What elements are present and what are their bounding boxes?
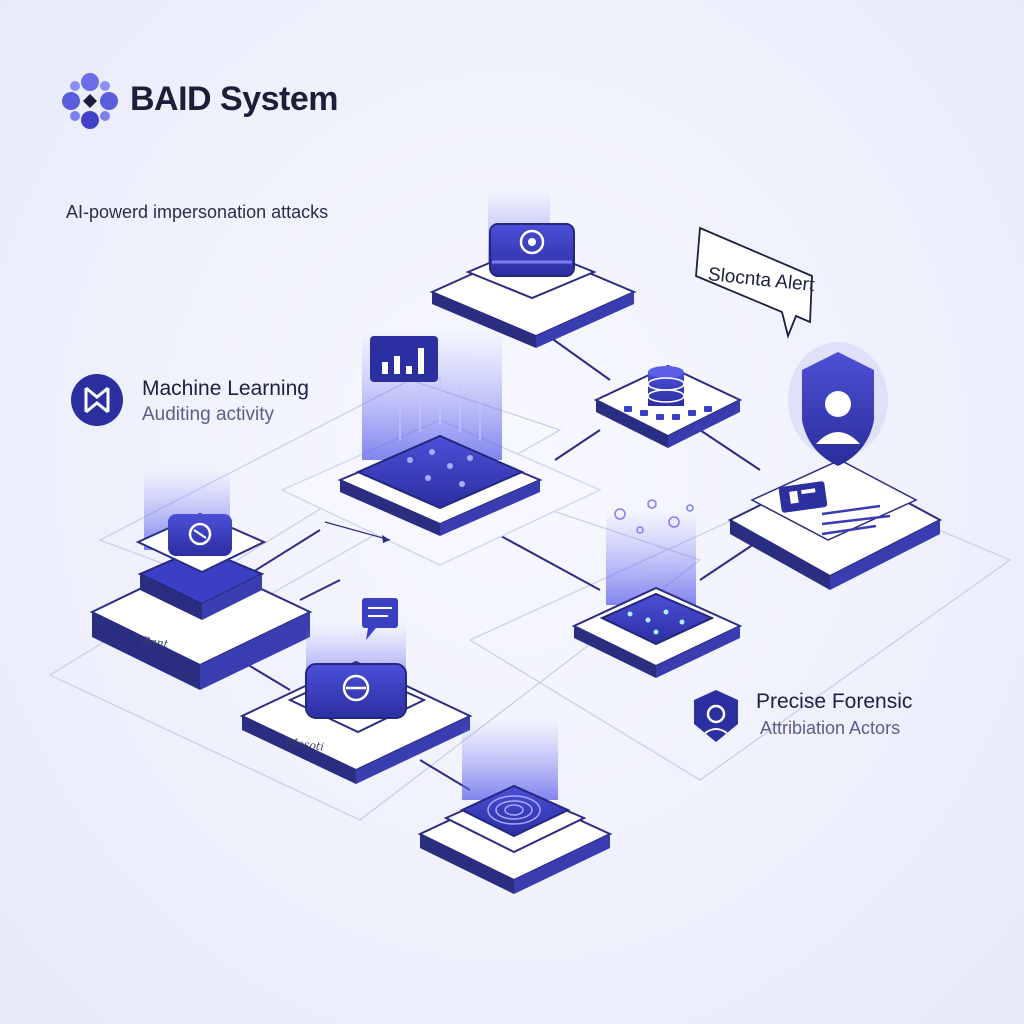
cluster-logo-icon (62, 73, 118, 129)
ml-badge-icon (71, 374, 123, 426)
node-bottom-fingerprint (417, 720, 613, 894)
forensic-subtitle: Attribiation Actors (760, 718, 901, 738)
tagline: AI-powerd impersonation attacks (66, 202, 329, 222)
gear-icon (519, 229, 545, 255)
alert-speech-bubble (695, 226, 813, 339)
ml-title: Machine Learning (142, 377, 309, 400)
brand-title: BAID System (130, 80, 339, 118)
bar-chart-icon (370, 336, 438, 382)
id-card-icon (778, 481, 828, 513)
node-left-stack (89, 470, 313, 690)
node-central-processor (280, 330, 602, 566)
database-icon (647, 366, 685, 406)
node-document (727, 459, 943, 590)
hash-icon (188, 522, 212, 546)
node-database (593, 364, 743, 448)
shield-user-icon (788, 342, 888, 466)
node-middle-left (239, 598, 473, 784)
chat-icon (362, 598, 398, 640)
compass-icon (342, 674, 370, 702)
forensic-title: Precise Forensic (756, 690, 913, 713)
node-top-server (429, 190, 637, 348)
fingerprint-icon (487, 795, 541, 825)
ml-subtitle: Auditing activity (142, 404, 275, 425)
forensic-badge-icon (694, 690, 738, 742)
node-sensor (571, 499, 743, 678)
